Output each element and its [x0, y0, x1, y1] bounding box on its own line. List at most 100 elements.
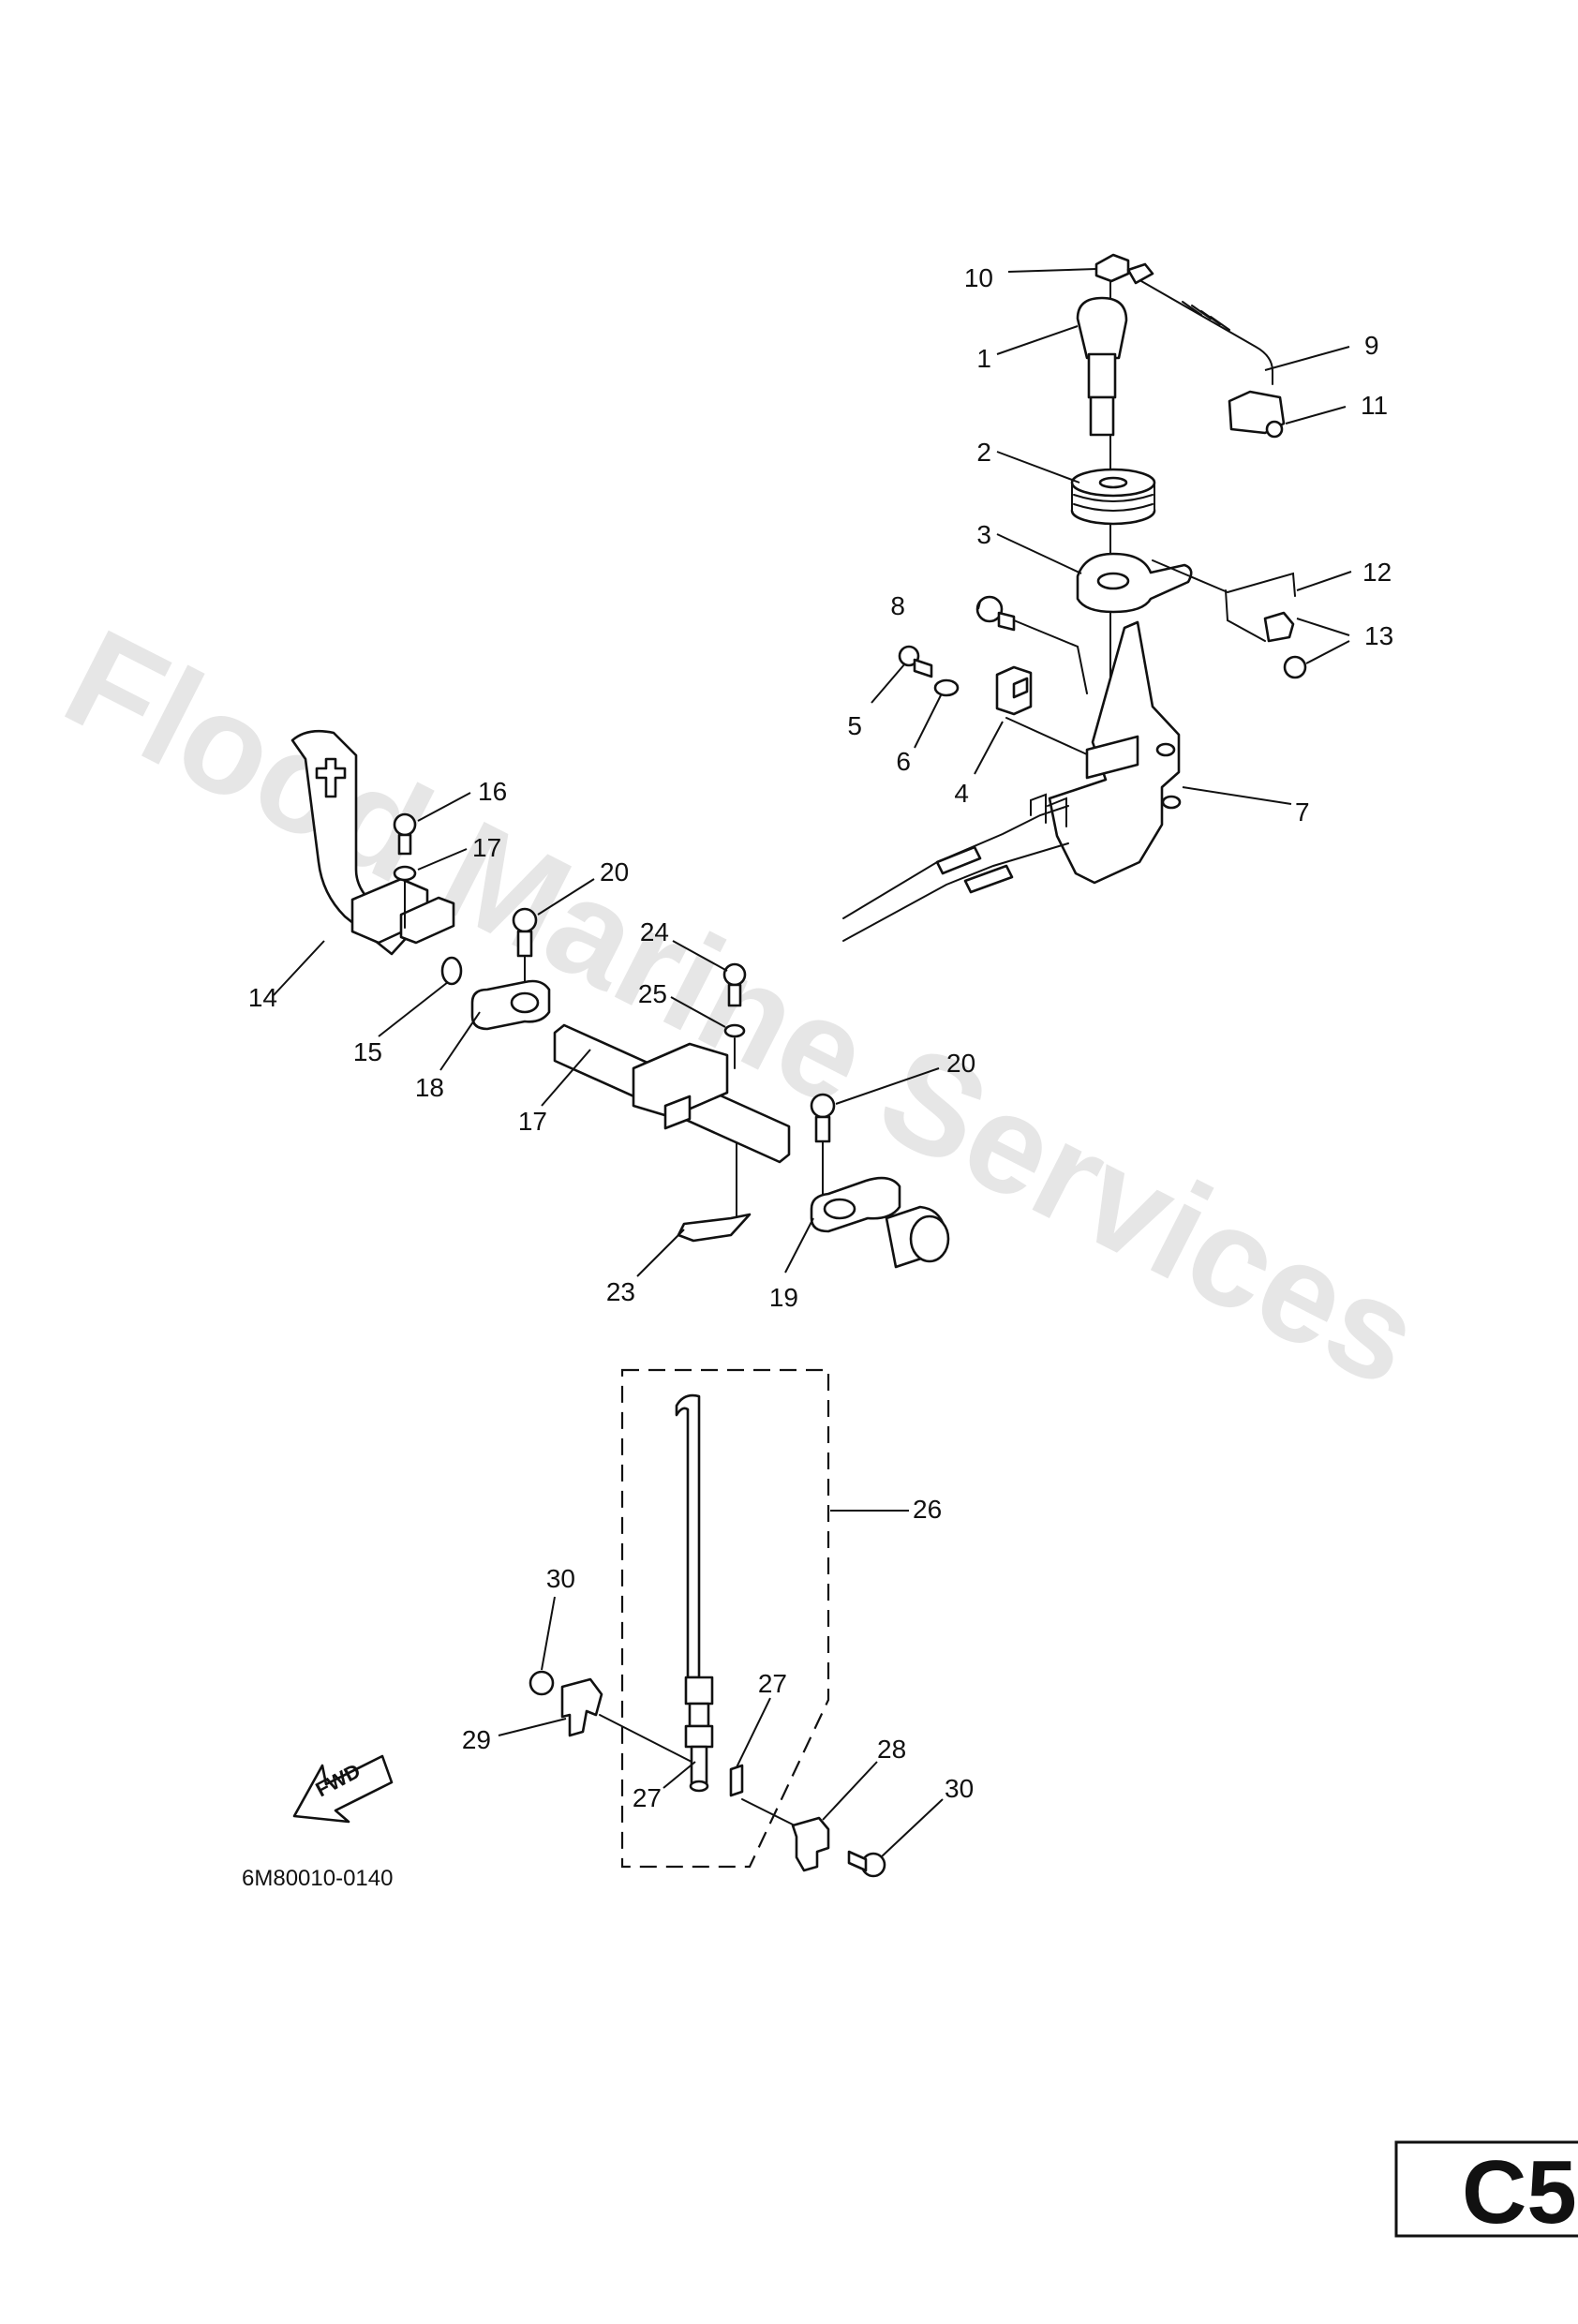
callout-16: 16: [478, 777, 507, 806]
callout-25: 27: [758, 1669, 787, 1698]
callout-labels: 10 1 9 11 2 3 12 8 13 5 6 4 7 16 17 20 2…: [248, 263, 1393, 1812]
callout-19: 18: [415, 1073, 444, 1102]
part-20-bolt-lower-shank: [814, 1115, 831, 1143]
part-22-bolt-shank: [727, 983, 742, 1007]
part-20-bolt-upper-head: [512, 907, 538, 933]
part-24-kit-boundary: [620, 1368, 830, 1869]
part-12-wire-clip: [1152, 559, 1296, 642]
callout-13: 13: [1364, 621, 1393, 650]
callout-26: 27: [633, 1783, 662, 1812]
part-15-o-ring: [440, 956, 463, 986]
part-10-clip: [1094, 253, 1130, 283]
part-1-lever: [1076, 296, 1128, 360]
part-4-leader-path: [1005, 717, 1088, 755]
part-20-bolt-lower-head: [810, 1093, 836, 1119]
callout-29: 30: [945, 1774, 974, 1803]
part-27-leader-path: [741, 1798, 796, 1826]
part-16-screw-shank: [397, 833, 412, 856]
part-1-shaft-lower: [1089, 395, 1115, 437]
part-9-rod: [1140, 280, 1273, 385]
part-9-rod-thread: [1182, 301, 1230, 331]
part-8-bolt-shank: [997, 611, 1016, 632]
lower-rod-assembly: [528, 1368, 886, 1878]
callout-22: 24: [640, 917, 669, 946]
callout-24: 26: [913, 1495, 942, 1524]
callout-18: 17: [518, 1107, 547, 1136]
cable-lower-end: [963, 864, 1014, 894]
part-3-cam-hole: [1096, 572, 1130, 590]
part-8-bolt-head: [975, 595, 1004, 623]
part-24-rod-joint-mid: [688, 1702, 710, 1728]
part-21-stopper: [677, 1213, 752, 1243]
callout-14: 14: [248, 983, 277, 1012]
callout-6: 6: [896, 747, 911, 776]
part-26-rod-tip: [689, 1780, 709, 1793]
page-badge-text: C5: [1462, 2142, 1577, 2242]
part-24-rod: [675, 1393, 701, 1679]
forward-direction-arrow: FWD: [292, 1754, 394, 1824]
part-7-bracket-slot: [1085, 735, 1139, 780]
callout-12: 12: [1362, 558, 1392, 587]
part-7-hole-b: [1161, 795, 1182, 810]
shift-lever-assembly: [290, 729, 950, 1269]
callout-3: 3: [976, 520, 991, 549]
callout-27: 28: [877, 1735, 906, 1764]
part-7-hole-a: [1155, 742, 1176, 757]
part-4-tab: [1012, 677, 1029, 699]
callout-17: 17: [472, 833, 501, 862]
part-6-washer: [933, 678, 960, 697]
callout-2: 2: [976, 438, 991, 467]
part-17-washer: [393, 865, 417, 882]
callout-21: 23: [606, 1277, 635, 1306]
knob-end: [909, 1214, 950, 1263]
page-badge-box: [1394, 2140, 1578, 2238]
callout-1: 1: [976, 344, 991, 373]
callout-9: 9: [1364, 331, 1379, 360]
part-29-bolt-shank: [847, 1850, 868, 1872]
page-badge: C5: [1394, 2140, 1578, 2242]
callout-20b: 20: [946, 1049, 975, 1078]
leader-lines: [273, 268, 1352, 1858]
callout-7: 7: [1295, 797, 1310, 827]
part-2-pulley-hole: [1098, 476, 1128, 489]
drawing-code: 6M80010-0140: [242, 1866, 393, 1891]
callout-10: 10: [964, 263, 993, 292]
callout-20: 20: [600, 857, 629, 886]
cable-lower: [842, 842, 1069, 942]
part-23-washer: [723, 1023, 746, 1038]
callout-11: 11: [1361, 391, 1388, 420]
part-3-cam-plate: [1076, 552, 1193, 614]
cable-upper: [842, 805, 1069, 919]
callout-4: 4: [954, 779, 969, 808]
part-16-screw-head: [393, 812, 417, 837]
part-28-clip: [560, 1677, 603, 1737]
callout-23: 25: [638, 979, 667, 1008]
part-1-shaft: [1087, 352, 1117, 399]
part-12-clip-block: [1263, 611, 1295, 643]
callout-15: 15: [353, 1037, 382, 1066]
part-18-shaft-arm: [663, 1095, 692, 1130]
callout-8: 8: [890, 591, 905, 620]
part-19-clamp-left-hole: [510, 991, 540, 1014]
part-14-shaft-end: [399, 896, 455, 945]
cable-upper-end: [935, 845, 982, 875]
callout-19b: 19: [769, 1283, 798, 1312]
callout-30: 30: [546, 1564, 575, 1593]
part-20-bolt-upper-shank: [516, 930, 533, 958]
part-19-clamp-right-hole: [823, 1198, 856, 1220]
part-8-leader-path: [1013, 619, 1088, 694]
part-22-bolt-head: [722, 962, 747, 987]
part-2-pulley-grooves: [1073, 494, 1154, 512]
cable-bracket: [1030, 793, 1067, 827]
part-24-rod-joint-upper: [684, 1676, 714, 1706]
fwd-arrow-shape: [292, 1754, 394, 1824]
part-25-pin: [729, 1764, 744, 1797]
part-10-clip-tab: [1126, 262, 1154, 285]
part-5-screw-shank: [913, 658, 933, 678]
callout-5: 5: [847, 711, 862, 740]
part-18-shaft-hub: [632, 1042, 729, 1119]
callout-28: 29: [462, 1725, 491, 1754]
part-13-nut: [1283, 655, 1307, 679]
